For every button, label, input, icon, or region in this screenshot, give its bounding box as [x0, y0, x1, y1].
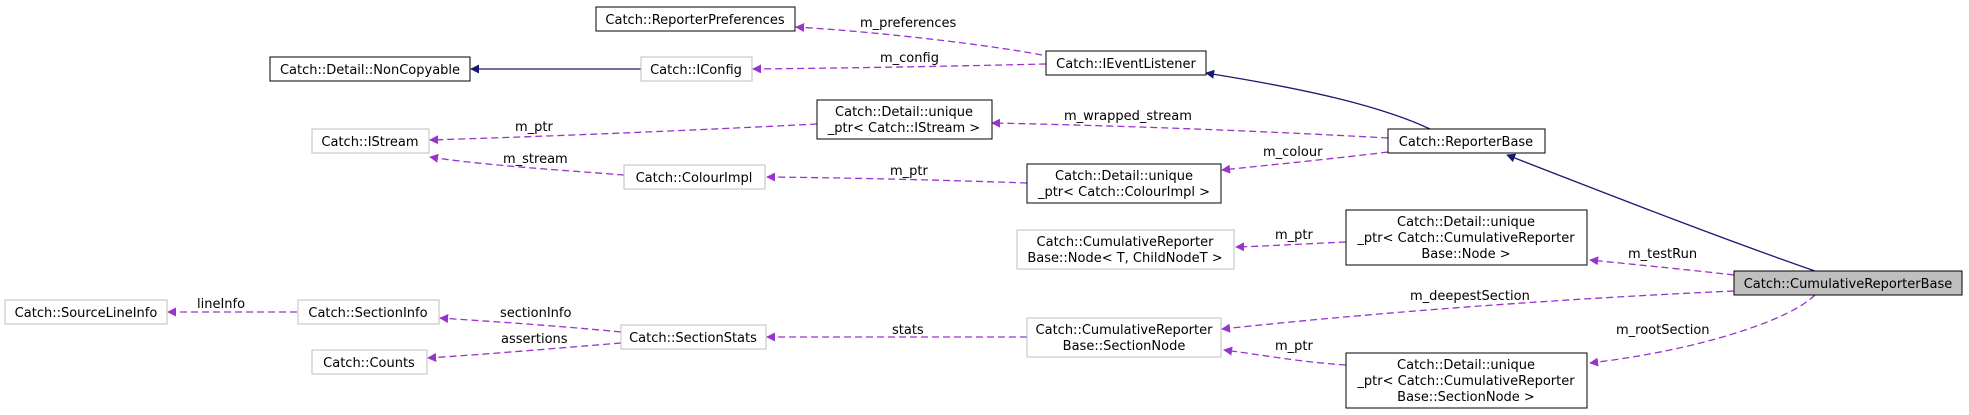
label-m-testrun: m_testRun	[1628, 247, 1697, 262]
label-m-rootsection: m_rootSection	[1616, 323, 1710, 338]
edge-m-ptr-sectionnode	[1223, 346, 1347, 366]
label-m-ptr-colour: m_ptr	[890, 164, 929, 179]
label-m-stream: m_stream	[503, 152, 568, 167]
node-ieventlistener[interactable]: Catch::IEventListener	[1045, 50, 1207, 76]
edge-labels: m_preferences m_config m_ptr m_wrapped_s…	[197, 16, 1710, 354]
label-m-colour: m_colour	[1263, 145, 1323, 160]
label-m-deepestsection: m_deepestSection	[1410, 289, 1530, 304]
node-unique-ptr-colourimpl[interactable]: Catch::Detail::unique _ptr< Catch::Colou…	[1026, 163, 1222, 204]
node-reporter-preferences[interactable]: Catch::ReporterPreferences	[595, 6, 796, 32]
node-label: Catch::Detail::unique	[835, 105, 973, 120]
edge-m-deepestsection	[1221, 290, 1735, 333]
edge-m-wrapped-stream	[991, 118, 1389, 139]
node-unique-ptr-istream[interactable]: Catch::Detail::unique _ptr< Catch::IStre…	[816, 99, 993, 140]
edge-m-colour	[1221, 151, 1389, 174]
node-label: _ptr< Catch::IStream >	[827, 121, 980, 136]
node-label: Catch::CumulativeReporter	[1037, 235, 1215, 250]
inherit-reporterbase-ieventlistener	[1205, 69, 1433, 131]
label-m-config: m_config	[880, 51, 939, 66]
node-sourcelineinfo[interactable]: Catch::SourceLineInfo	[4, 299, 168, 325]
label-m-ptr-istream: m_ptr	[515, 120, 554, 135]
node-label: Base::Node< T, ChildNodeT >	[1027, 251, 1222, 266]
node-sectioninfo[interactable]: Catch::SectionInfo	[297, 299, 440, 325]
edge-m-config	[752, 63, 1047, 74]
node-label: Catch::SourceLineInfo	[15, 306, 158, 321]
nodes: Catch::ReporterPreferences Catch::Detail…	[4, 6, 1963, 409]
edge-m-preferences	[795, 22, 1043, 56]
label-stats: stats	[892, 323, 924, 338]
node-label: Base::Node >	[1421, 247, 1510, 262]
inherit-cumulative-reporterbase	[1506, 153, 1816, 272]
label-m-preferences: m_preferences	[860, 16, 956, 31]
node-label: Catch::IStream	[321, 135, 418, 150]
node-counts[interactable]: Catch::Counts	[311, 349, 428, 375]
label-m-ptr-node: m_ptr	[1275, 228, 1314, 243]
node-label: Catch::Counts	[323, 356, 415, 371]
node-noncopyable[interactable]: Catch::Detail::NonCopyable	[269, 56, 471, 82]
label-sectioninfo: sectionInfo	[500, 306, 571, 321]
node-label: Catch::SectionInfo	[308, 306, 427, 321]
node-reporterbase[interactable]: Catch::ReporterBase	[1387, 128, 1546, 154]
node-label: Base::SectionNode >	[1397, 390, 1535, 405]
edge-m-ptr-node	[1235, 241, 1347, 252]
node-sectionstats[interactable]: Catch::SectionStats	[620, 324, 767, 350]
edge-assertions	[427, 342, 622, 362]
edge-m-testrun	[1589, 256, 1735, 276]
node-label: _ptr< Catch::CumulativeReporter	[1356, 231, 1575, 246]
node-label: Catch::Detail::unique	[1055, 169, 1193, 184]
node-label: Catch::CumulativeReporterBase	[1744, 277, 1953, 292]
node-iconfig[interactable]: Catch::IConfig	[640, 56, 753, 82]
node-label: Catch::Detail::unique	[1397, 358, 1535, 373]
node-label: _ptr< Catch::CumulativeReporter	[1356, 374, 1575, 389]
node-label: Catch::ReporterPreferences	[605, 13, 784, 28]
edge-m-ptr-colour	[766, 172, 1028, 184]
node-unique-ptr-sectionnode[interactable]: Catch::Detail::unique _ptr< Catch::Cumul…	[1345, 352, 1588, 409]
node-label: Catch::IConfig	[650, 63, 742, 78]
node-label: Catch::SectionStats	[629, 331, 757, 346]
node-colourimpl[interactable]: Catch::ColourImpl	[623, 164, 766, 190]
node-istream[interactable]: Catch::IStream	[311, 128, 430, 154]
node-label: Catch::ReporterBase	[1399, 135, 1533, 150]
node-cumulative-reporter-base[interactable]: Catch::CumulativeReporterBase	[1733, 270, 1963, 296]
node-label: Catch::Detail::unique	[1397, 215, 1535, 230]
label-lineinfo: lineInfo	[197, 297, 245, 312]
node-cr-node[interactable]: Catch::CumulativeReporter Base::Node< T,…	[1016, 229, 1235, 270]
edge-m-rootsection	[1589, 294, 1816, 367]
node-label: _ptr< Catch::ColourImpl >	[1037, 185, 1210, 200]
edge-m-ptr-istream	[429, 123, 818, 145]
node-unique-ptr-node[interactable]: Catch::Detail::unique _ptr< Catch::Cumul…	[1345, 209, 1588, 266]
label-m-ptr-sectionnode: m_ptr	[1275, 339, 1314, 354]
edges	[167, 22, 1816, 367]
node-label: Catch::CumulativeReporter	[1036, 323, 1214, 338]
node-sectionnode[interactable]: Catch::CumulativeReporter Base::SectionN…	[1026, 317, 1222, 358]
label-m-wrapped-stream: m_wrapped_stream	[1064, 109, 1192, 124]
edge-sectioninfo	[439, 314, 622, 333]
label-assertions: assertions	[501, 332, 568, 347]
node-label: Catch::IEventListener	[1056, 57, 1196, 72]
node-label: Catch::Detail::NonCopyable	[280, 63, 460, 78]
node-label: Base::SectionNode	[1063, 339, 1186, 354]
node-label: Catch::ColourImpl	[636, 171, 753, 186]
edge-m-stream	[429, 153, 625, 176]
